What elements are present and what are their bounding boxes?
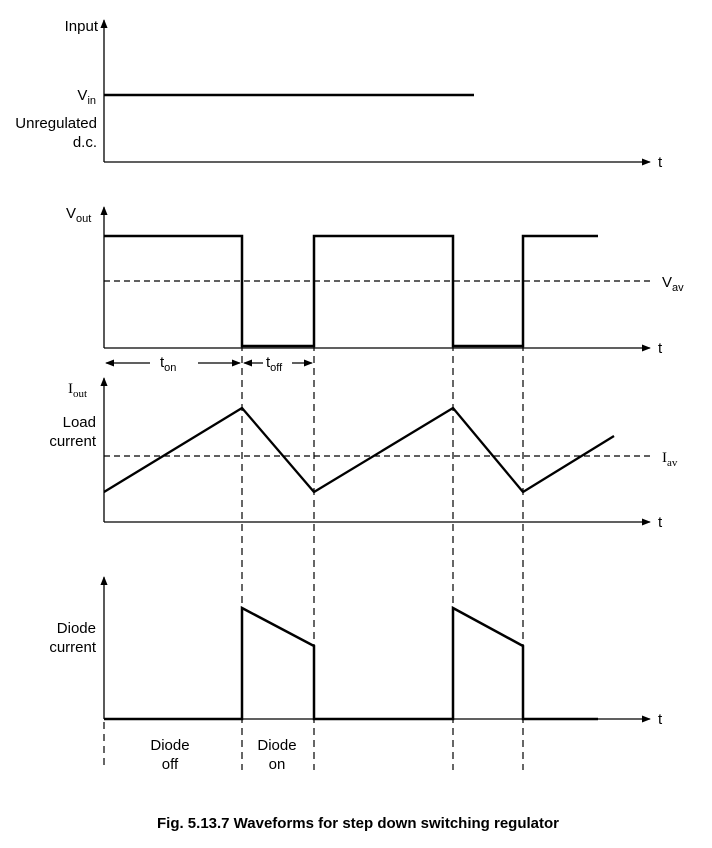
diode-on-line2: on — [269, 756, 286, 773]
ton-label: ton — [160, 354, 176, 374]
diode-desc-line2: current — [49, 639, 97, 656]
vout-axis-label: Vout — [66, 205, 91, 225]
vin-label: Vin — [77, 87, 96, 107]
iav-label: Iav — [662, 450, 678, 469]
iout-desc-line2: current — [49, 433, 97, 450]
input-t-label: t — [658, 154, 663, 171]
panel-diode: Diode current t Diode off Diode on — [49, 576, 663, 773]
input-desc-line1: Unregulated — [15, 115, 97, 132]
vout-t-label: t — [658, 340, 663, 357]
diode-desc-line1: Diode — [57, 620, 96, 637]
vav-label: Vav — [662, 274, 684, 294]
diode-current-wave — [104, 605, 598, 721]
diode-t-label: t — [658, 711, 663, 728]
input-axis-label: Input — [65, 18, 99, 35]
panel-vout: Vout Vav t ton toff — [66, 205, 684, 374]
toff-label: toff — [266, 354, 283, 374]
panel-input: Input Vin Unregulated d.c. t — [15, 18, 663, 171]
iout-desc-line1: Load — [63, 414, 96, 431]
diode-on-line1: Diode — [257, 737, 296, 754]
diode-off-line2: off — [162, 756, 179, 773]
input-desc-line2: d.c. — [73, 134, 97, 151]
panel-iout: Iout Load current Iav t — [49, 377, 678, 531]
figure-caption: Fig. 5.13.7 Waveforms for step down swit… — [157, 815, 559, 832]
diode-off-line1: Diode — [150, 737, 189, 754]
iout-axis-label: Iout — [68, 381, 87, 400]
iout-t-label: t — [658, 514, 663, 531]
vout-square-wave — [104, 234, 598, 348]
load-current-wave — [103, 406, 615, 494]
